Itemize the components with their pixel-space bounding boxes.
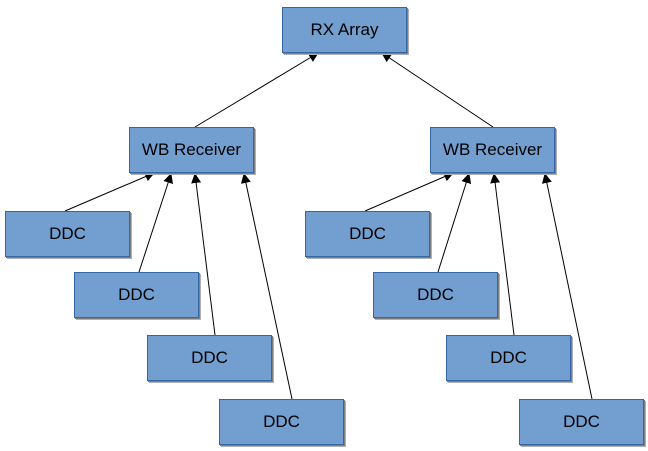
ddc-node-left-3: DDC <box>147 335 272 381</box>
ddc-node-left-2: DDC <box>74 272 199 318</box>
wb-receiver-node-left: WB Receiver <box>129 127 254 173</box>
ddc-node-right-3: DDC <box>446 335 571 381</box>
edge-ddc-l1-to-wb-left <box>64 171 155 212</box>
edge-ddc-r3-to-wb-right <box>490 173 515 336</box>
edge-ddc-l2-to-wb-left <box>138 173 173 273</box>
edge-wb-right-to-rx-array <box>381 52 494 128</box>
ddc-node-right-4: DDC <box>519 399 644 445</box>
ddc-node-right-2: DDC <box>373 272 498 318</box>
edge-ddc-r4-to-wb-right <box>541 173 593 400</box>
ddc-node-right-1: DDC <box>305 211 430 257</box>
edge-ddc-r1-to-wb-right <box>364 171 454 212</box>
edge-ddc-l3-to-wb-left <box>191 173 216 336</box>
rx-array-node: RX Array <box>282 7 407 53</box>
edge-wb-left-to-rx-array <box>194 52 319 128</box>
ddc-node-left-4: DDC <box>219 399 344 445</box>
ddc-node-left-1: DDC <box>5 211 130 257</box>
edge-ddc-r2-to-wb-right <box>437 173 472 273</box>
wb-receiver-node-right: WB Receiver <box>430 127 555 173</box>
edge-ddc-l4-to-wb-left <box>240 173 293 400</box>
